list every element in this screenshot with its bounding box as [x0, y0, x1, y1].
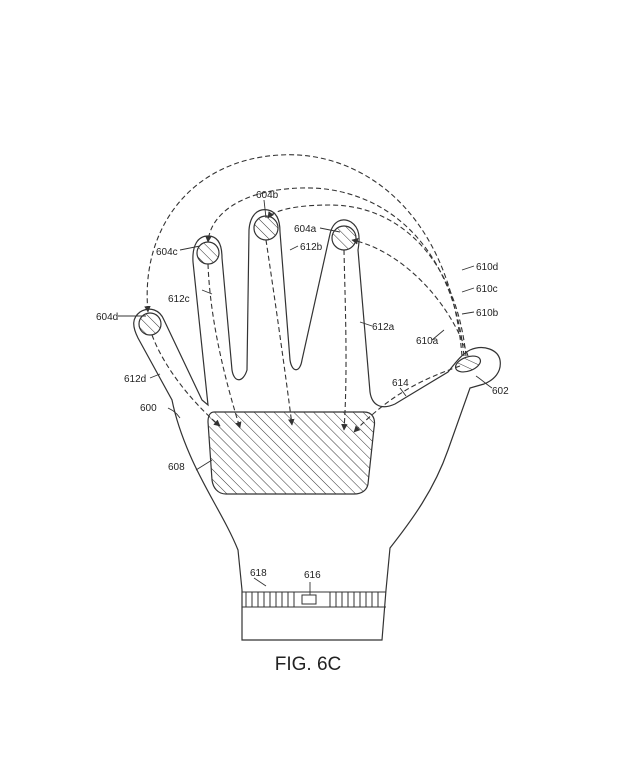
- fingertip-sensor-a: [331, 225, 357, 251]
- fingertip-sensor-d: [138, 312, 162, 336]
- figure-caption: FIG. 6C: [275, 654, 342, 675]
- path-610d: [144, 154, 463, 357]
- cuff-device: [301, 594, 317, 605]
- label-602: 602: [492, 386, 509, 397]
- label-612d: 612d: [124, 374, 146, 385]
- label-610b: 610b: [476, 308, 499, 319]
- path-610b: [267, 204, 467, 357]
- label-608: 608: [168, 462, 185, 473]
- path-612a: [341, 249, 348, 431]
- label-604d: 604d: [96, 312, 118, 323]
- path-614: [353, 365, 461, 433]
- label-604b: 604b: [256, 190, 279, 201]
- label-610a: 610a: [416, 336, 439, 347]
- path-610a: [351, 237, 469, 357]
- label-618: 618: [250, 568, 267, 579]
- label-610d: 610d: [476, 262, 498, 273]
- label-600: 600: [140, 403, 157, 414]
- label-612a: 612a: [372, 322, 395, 333]
- path-612d: [151, 334, 221, 427]
- leader-lines: [118, 199, 493, 595]
- label-604a: 604a: [294, 224, 317, 235]
- label-612b: 612b: [300, 242, 323, 253]
- path-612c: [207, 263, 242, 429]
- label-612c: 612c: [168, 294, 190, 305]
- palm-sensor: [207, 411, 376, 495]
- label-610c: 610c: [476, 284, 498, 295]
- fingertip-sensor-c: [196, 241, 220, 265]
- fingertip-sensor-b: [253, 215, 279, 241]
- cuff-ticks: [242, 591, 386, 608]
- label-604c: 604c: [156, 247, 178, 258]
- label-616: 616: [304, 570, 321, 581]
- thumb-sensor: [454, 355, 482, 373]
- label-614: 614: [392, 378, 409, 389]
